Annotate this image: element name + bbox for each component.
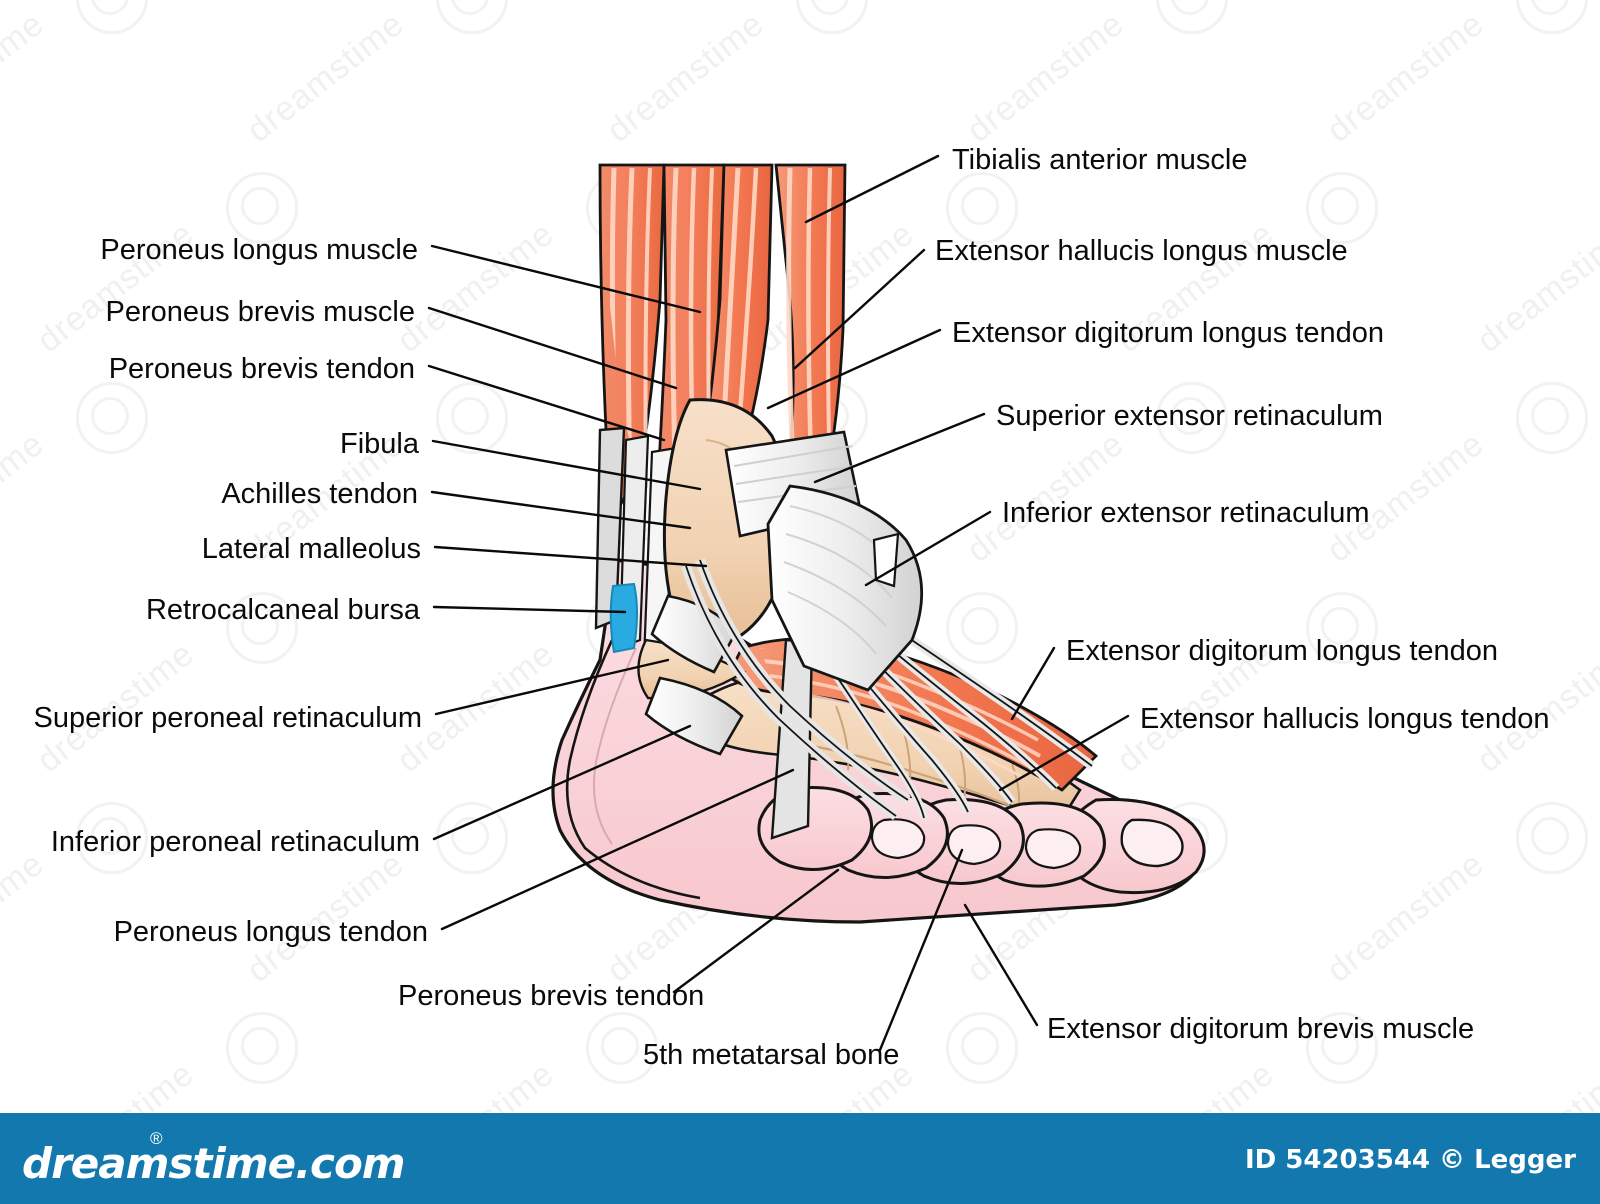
leader-line-lateral-malleolus xyxy=(433,545,708,568)
label-extensor-digitorum-longus-tendon-upper: Extensor digitorum longus tendon xyxy=(952,317,1385,349)
label-inferior-extensor-retinaculum: Inferior extensor retinaculum xyxy=(1002,497,1370,529)
leader-line-achilles-tendon xyxy=(430,490,692,530)
label-extensor-hallucis-longus-tendon: Extensor hallucis longus tendon xyxy=(1140,703,1550,735)
leader-line-peroneus-longus-tendon xyxy=(440,768,795,931)
leader-line-superior-peroneal-retinaculum xyxy=(434,658,670,716)
label-achilles-tendon: Achilles tendon xyxy=(221,478,418,510)
label-extensor-digitorum-longus-tendon-lower: Extensor digitorum longus tendon xyxy=(1066,635,1499,667)
label-retrocalcaneal-bursa: Retrocalcaneal bursa xyxy=(145,594,420,626)
leader-line-inferior-peroneal-retinaculum xyxy=(432,724,692,841)
leader-line-peroneus-brevis-tendon xyxy=(427,364,666,442)
toes xyxy=(757,785,1206,895)
peroneal-tendons xyxy=(681,558,911,821)
label-lateral-malleolus: Lateral malleolus xyxy=(201,533,421,565)
label-fifth-metatarsal-bone: 5th metatarsal bone xyxy=(643,1039,900,1071)
label-inferior-peroneal-retinaculum: Inferior peroneal retinaculum xyxy=(50,826,420,858)
label-extensor-digitorum-brevis-muscle: Extensor digitorum brevis muscle xyxy=(1047,1013,1475,1045)
label-peroneus-longus-muscle: Peroneus longus muscle xyxy=(100,234,418,266)
label-extensor-hallucis-longus-muscle: Extensor hallucis longus muscle xyxy=(935,235,1348,267)
leader-line-peroneus-longus-muscle xyxy=(430,244,702,314)
dreamstime-logo[interactable]: dreamstime.com xyxy=(22,1139,406,1188)
registered-mark-icon: ® xyxy=(150,1129,163,1148)
leader-line-fifth-metatarsal-bone xyxy=(878,848,964,1052)
label-superior-extensor-retinaculum: Superior extensor retinaculum xyxy=(996,400,1383,432)
leader-line-extensor-digitorum-longus-tendon-upper xyxy=(766,328,942,410)
leader-line-retrocalcaneal-bursa xyxy=(432,605,627,614)
leader-line-extensor-hallucis-longus-tendon xyxy=(998,714,1130,792)
label-superior-peroneal-retinaculum: Superior peroneal retinaculum xyxy=(33,702,423,734)
leader-line-extensor-hallucis-longus-muscle xyxy=(793,248,926,370)
leader-line-superior-extensor-retinaculum xyxy=(813,412,986,484)
leader-line-extensor-digitorum-brevis-muscle xyxy=(963,903,1039,1027)
leader-line-extensor-digitorum-longus-tendon-lower xyxy=(1010,646,1056,721)
label-peroneus-brevis-muscle: Peroneus brevis muscle xyxy=(105,296,415,328)
label-peroneus-brevis-tendon-lower: Peroneus brevis tendon xyxy=(398,980,705,1012)
label-peroneus-longus-tendon: Peroneus longus tendon xyxy=(113,916,428,948)
label-fibula: Fibula xyxy=(340,428,419,460)
image-credit: ID 54203544 © Legger xyxy=(1244,1145,1576,1175)
footer-bar: dreamstime.com ® ID 54203544 © Legger xyxy=(0,1113,1600,1204)
leader-line-fibula xyxy=(431,439,702,491)
label-tibialis-anterior-muscle: Tibialis anterior muscle xyxy=(952,144,1248,176)
leader-lines xyxy=(427,154,1130,1052)
leader-line-inferior-extensor-retinaculum xyxy=(864,510,992,587)
leader-line-peroneus-brevis-muscle xyxy=(427,306,678,390)
leader-line-peroneus-brevis-tendon-lower xyxy=(672,868,840,994)
leader-line-tibialis-anterior-muscle xyxy=(804,154,940,224)
label-peroneus-brevis-tendon: Peroneus brevis tendon xyxy=(108,353,415,385)
anatomy-illustration xyxy=(427,154,1206,1052)
retinacula xyxy=(644,430,924,756)
